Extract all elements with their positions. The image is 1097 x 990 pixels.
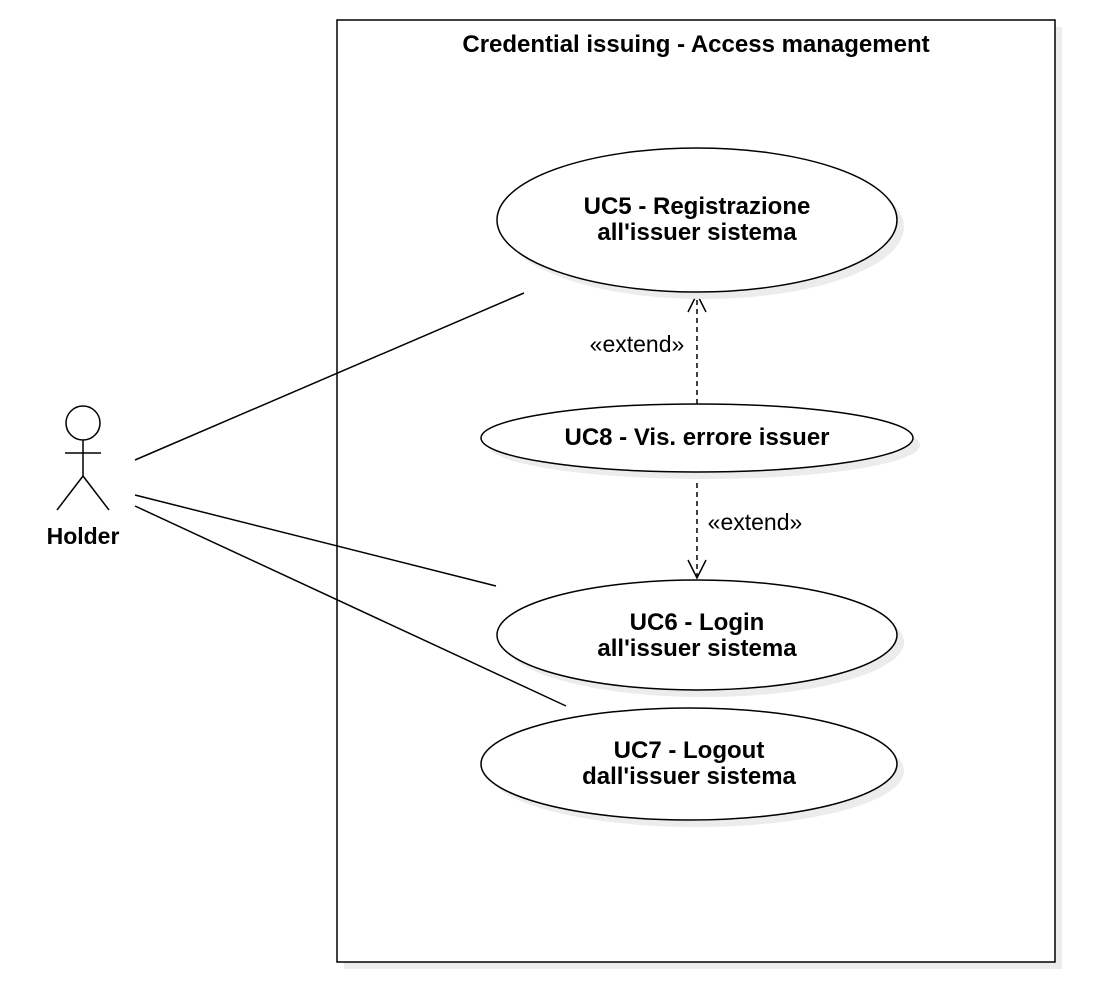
- actor-right-leg: [82, 475, 110, 511]
- use-case-ellipse: [480, 403, 914, 473]
- extend-uc8-uc6: «extend»: [687, 474, 803, 580]
- extend-label: «extend»: [590, 331, 685, 357]
- system-boundary-title: Credential issuing - Access management: [462, 31, 929, 58]
- use-case-uc6[interactable]: UC6 - Login all'issuer sistema: [496, 579, 904, 697]
- use-case-title: UC8 - Vis. errore issuer: [564, 424, 829, 451]
- actor-left-leg: [56, 475, 84, 511]
- use-case-ellipse: [480, 707, 898, 821]
- use-case-ellipse: [496, 579, 898, 691]
- extend-label: «extend»: [708, 509, 803, 535]
- use-case-uc8[interactable]: UC8 - Vis. errore issuer: [480, 403, 920, 479]
- use-case-title: UC7 - Logout: [614, 737, 765, 764]
- use-case-subtitle: dall'issuer sistema: [582, 763, 796, 790]
- use-case-ellipse: [496, 147, 898, 293]
- open-arrowhead-icon: [687, 559, 707, 580]
- association-holder-uc6: [134, 494, 497, 587]
- use-case-subtitle: all'issuer sistema: [597, 635, 797, 662]
- association-holder-uc7: [134, 505, 567, 707]
- use-case-title: UC6 - Login: [630, 609, 765, 636]
- actor-label: Holder: [47, 523, 120, 549]
- actor-holder[interactable]: Holder: [47, 405, 120, 549]
- association-holder-uc5: [134, 292, 525, 461]
- actor-head: [65, 405, 101, 441]
- use-case-title: UC5 - Registrazione: [584, 193, 811, 220]
- use-case-subtitle: all'issuer sistema: [597, 219, 797, 246]
- use-case-uc7[interactable]: UC7 - Logout dall'issuer sistema: [480, 707, 904, 827]
- use-case-uc5[interactable]: UC5 - Registrazione all'issuer sistema: [496, 147, 904, 299]
